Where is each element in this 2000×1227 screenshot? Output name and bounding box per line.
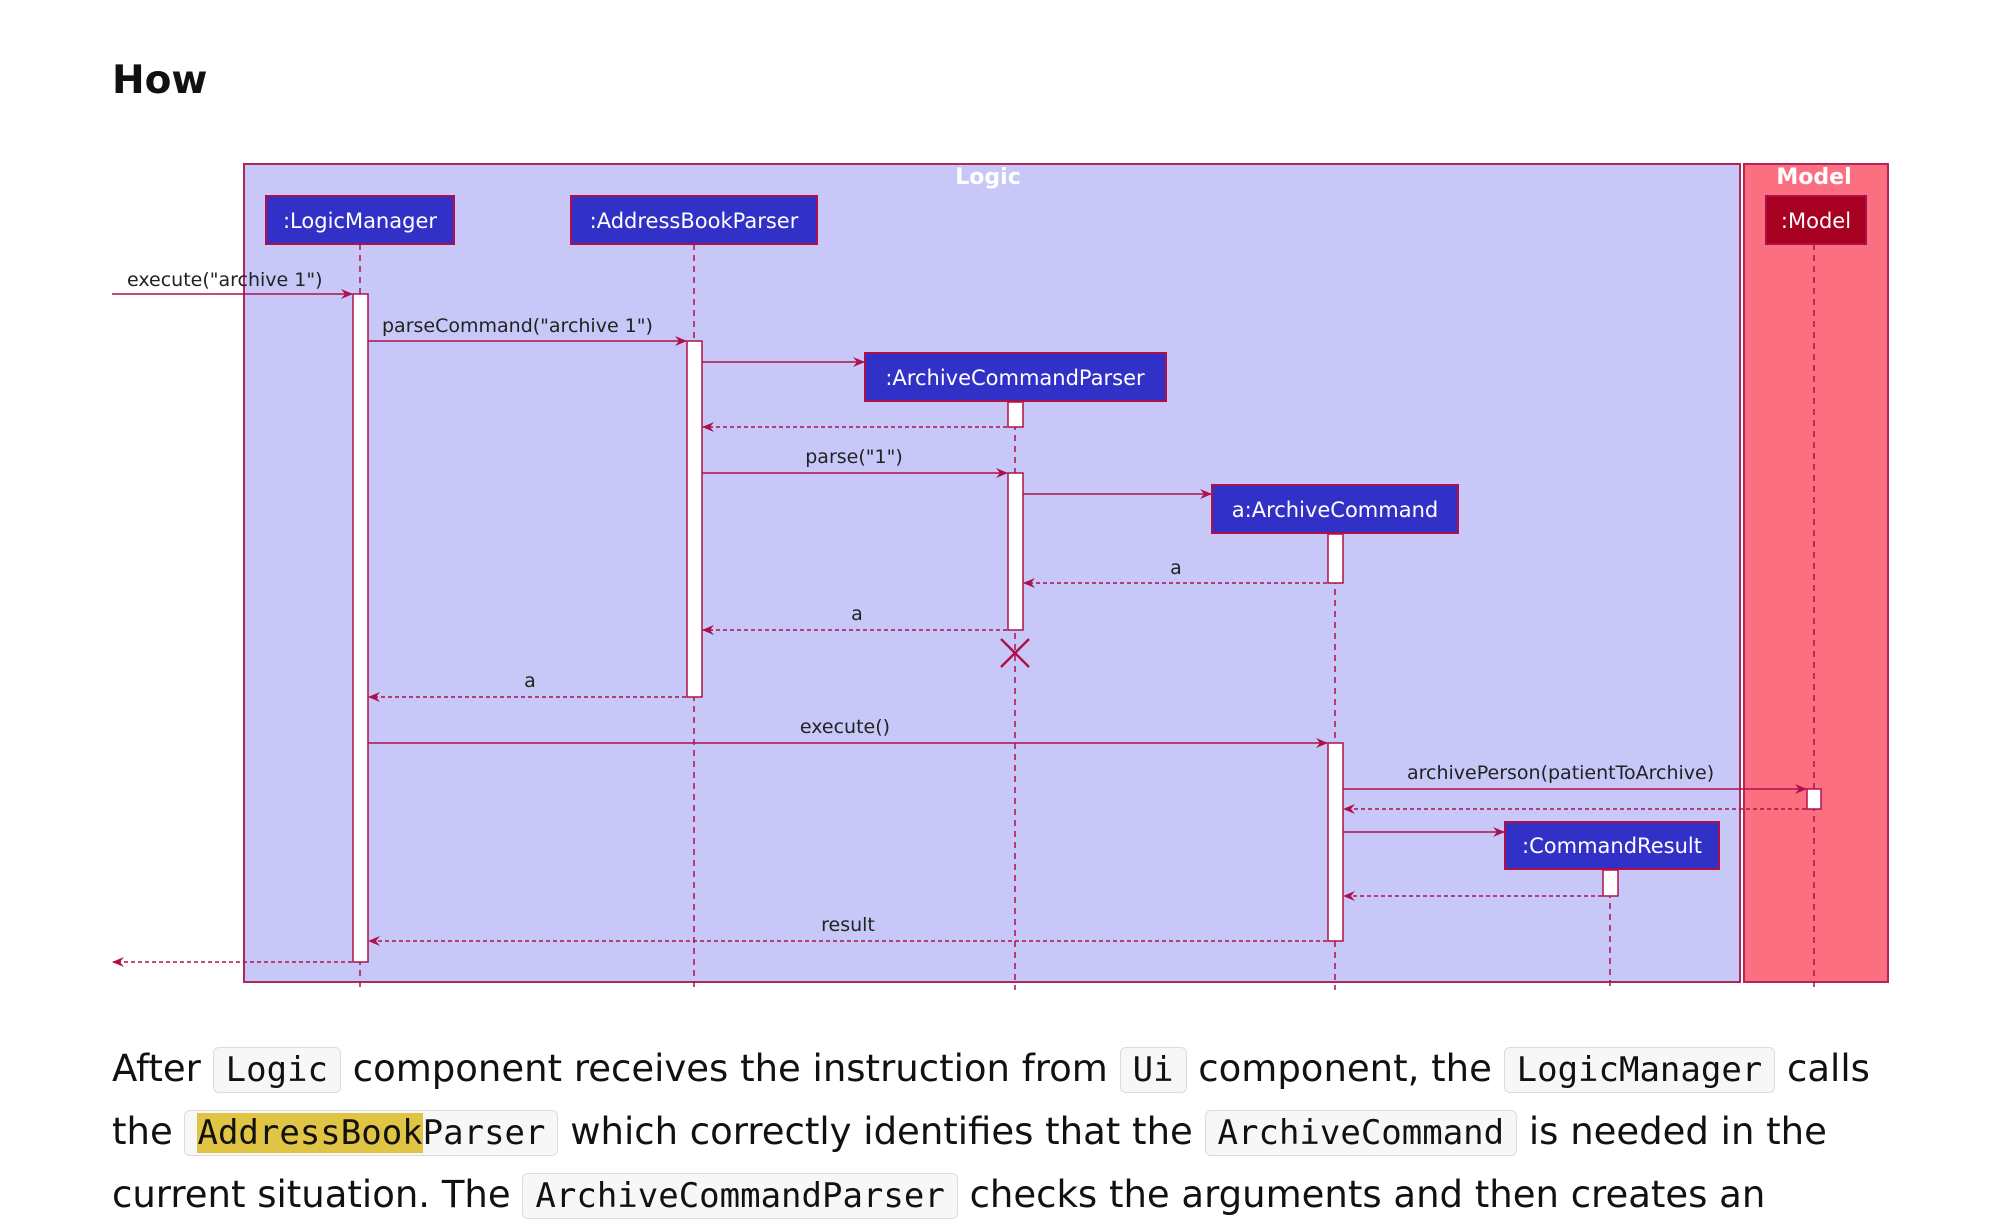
participant-archivecommand: a:ArchiveCommand [1211,484,1459,534]
search-highlight: AddressBook [197,1113,423,1153]
message-label: parseCommand("archive 1") [382,315,653,337]
text-run: After [112,1047,213,1090]
message-label: execute("archive 1") [127,269,323,291]
participant-commandresult: :CommandResult [1504,821,1720,870]
text-run: component, the [1186,1047,1504,1090]
participant-label: a:ArchiveCommand [1232,498,1438,522]
activation-archivecommandparser-2 [1007,472,1024,631]
code-logicmanager: LogicManager [1503,1047,1776,1093]
participant-archivecommandparser: :ArchiveCommandParser [864,352,1167,402]
activation-commandresult [1602,869,1619,897]
page-heading: How [112,58,208,103]
code-run: Parser [422,1113,546,1153]
message-label: result [821,914,875,936]
participant-label: :Model [1781,209,1851,233]
text-run: component receives the instruction from [340,1047,1120,1090]
text-run: which correctly identifies that the [558,1110,1205,1153]
code-archivecommandparser: ArchiveCommandParser [522,1173,958,1219]
description-paragraph: After Logic component receives the instr… [112,1038,1932,1227]
text-run: calls [1775,1047,1870,1090]
participant-label: :AddressBookParser [590,209,799,233]
message-label: parse("1") [805,446,903,468]
participant-label: :LogicManager [283,209,437,233]
sequence-diagram: Logic Model :LogicManager :AddressBookPa… [112,163,1889,990]
code-archivecommand: ArchiveCommand [1204,1110,1518,1156]
participant-addressbookparser: :AddressBookParser [570,195,818,245]
message-label: a [1170,557,1182,579]
text-run: is needed in the [1517,1110,1827,1153]
text-run: checks the arguments and then creates an [957,1173,1766,1216]
activation-model [1806,788,1822,810]
destroy-marker [1000,638,1030,668]
message-label: execute() [800,716,890,738]
model-frame-title: Model [1776,165,1851,190]
text-run: the [112,1110,185,1153]
code-logic: Logic [212,1047,341,1093]
logic-frame [243,163,1741,983]
activation-archivecommand-2 [1327,742,1344,942]
message-label: archivePerson(patientToArchive) [1407,762,1714,784]
model-frame [1743,163,1889,983]
code-addressbookparser: AddressBookParser [184,1110,559,1156]
code-ui: Ui [1119,1047,1187,1093]
activation-archivecommand-1 [1327,533,1344,584]
message-label: a [851,603,863,625]
activation-addressbookparser [686,340,703,698]
participant-model: :Model [1765,195,1867,245]
message-label: a [524,670,536,692]
activation-logicmanager [352,293,369,963]
participant-label: :ArchiveCommandParser [885,366,1145,390]
text-run: current situation. The [112,1173,523,1216]
activation-archivecommandparser-1 [1007,401,1024,428]
participant-label: :CommandResult [1522,834,1702,858]
logic-frame-title: Logic [955,165,1020,190]
participant-logicmanager: :LogicManager [265,195,455,245]
